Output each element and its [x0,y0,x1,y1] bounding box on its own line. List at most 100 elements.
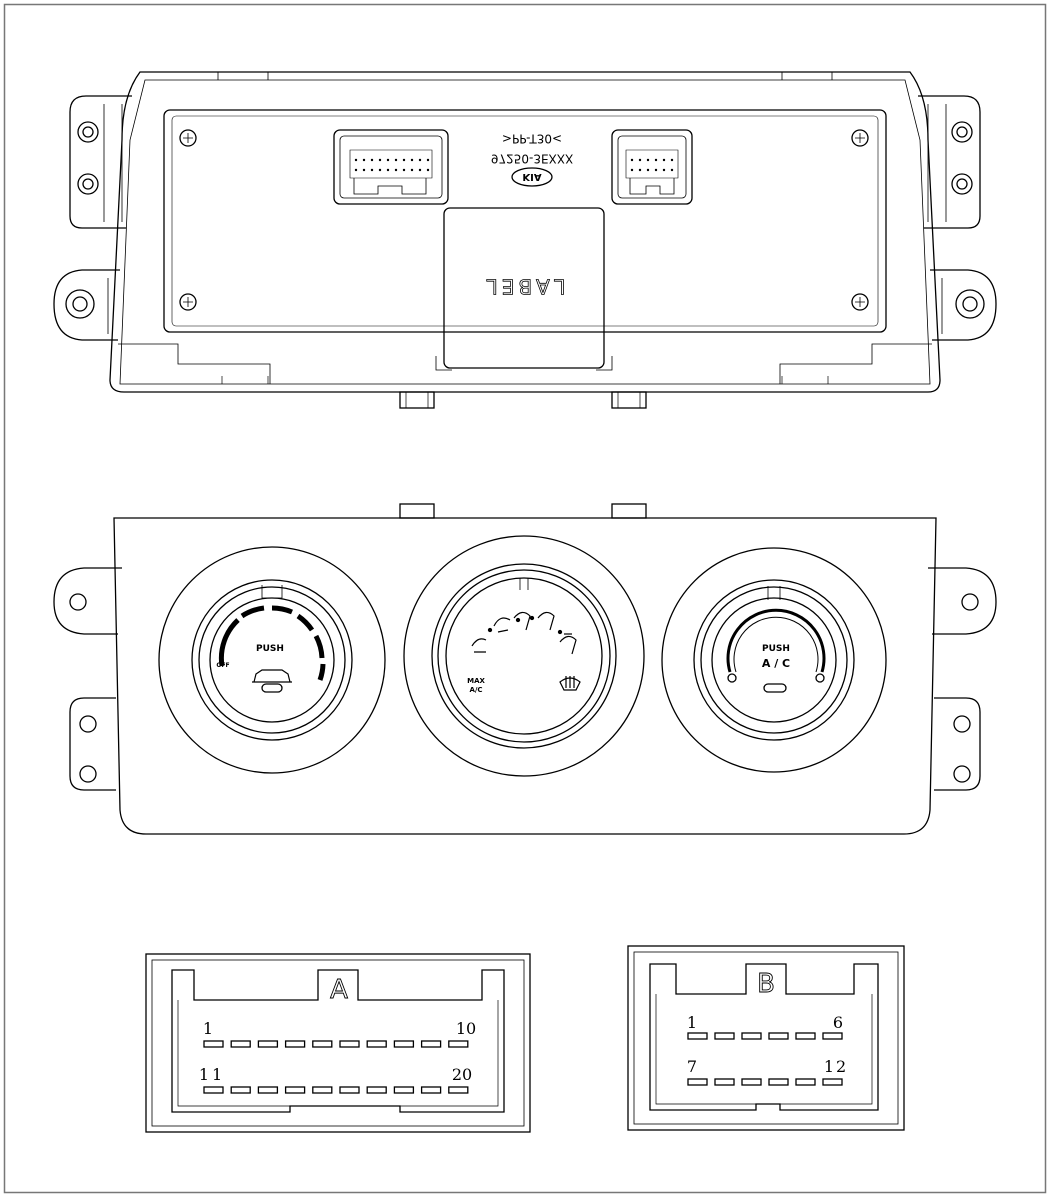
temp-ac-label: A / C [762,657,790,670]
front-left-upper-bracket [53,567,122,635]
pin-slot [768,1078,789,1086]
mode-max-label: MAX [467,677,485,685]
pin-slot [714,1078,735,1086]
pin-slot [420,1086,442,1094]
rear-peg [399,391,435,409]
fan-knob-bezel [158,546,386,774]
connector-a-pin-1: 1 [203,1019,213,1038]
kia-logo [511,167,553,187]
drawing-frame [3,3,1047,1194]
temp-push-label: PUSH [762,644,790,654]
pin-slot [687,1032,708,1040]
pin-slot [230,1040,251,1048]
front-housing-outline [113,517,937,835]
rear-inner-plate [163,109,887,333]
left-upper-bracket [69,95,132,229]
pin-slot [687,1078,708,1086]
rear-socket-a [333,129,449,205]
mode-defrost-icon [559,676,581,691]
bracket-hole [77,121,99,143]
pin-slot [257,1086,279,1094]
screw [851,129,869,147]
pin-slot [448,1086,469,1094]
front-right-upper-bracket [928,567,997,635]
pin-slot [339,1086,360,1094]
front-right-lower-bracket [934,697,981,791]
bracket-hole [953,765,971,783]
front-peg [399,503,435,519]
connector-b-pin-7: 7 [687,1057,697,1076]
pin-slot [741,1032,762,1040]
connector-b-pin-1: 1 [687,1013,697,1032]
connector-b-letter: B [757,969,775,999]
pin-slot [312,1040,333,1048]
pin-slot [822,1032,843,1040]
screw [851,293,869,311]
temperature-scale [726,608,826,673]
connector-a-housing [171,969,505,1113]
label-area [443,207,605,369]
rear-part-number: 97250-3EXXX [491,152,573,166]
connector-b-housing [649,963,879,1111]
fan-indicator [261,683,283,693]
pin-slot [768,1032,789,1040]
pin-slot [448,1040,469,1048]
right-lower-bracket [930,269,997,341]
bracket-hole [961,593,979,611]
bracket-hole [955,289,985,319]
pin-slot [203,1086,224,1094]
pin-slot [366,1086,387,1094]
front-view-panel [53,503,997,835]
connector-a-pin-10: 10 [456,1019,476,1038]
temp-knob[interactable] [711,597,837,723]
connector-b-pin-6: 6 [833,1013,843,1032]
pin-slot [714,1032,735,1040]
bracket-hole [69,593,87,611]
rear-peg [611,391,647,409]
mode-bilevel-icon [493,617,511,633]
pin-slot [339,1040,360,1048]
mode-ac-label: A/C [469,686,482,694]
fan-off-label: OFF [216,662,229,669]
ac-indicator [763,683,787,693]
pin-slot [795,1032,816,1040]
mode-mix-icon [537,611,555,631]
pin-slot [312,1086,333,1094]
left-lower-bracket [53,269,120,341]
front-left-lower-bracket [69,697,116,791]
pin-slot [203,1040,224,1048]
right-upper-bracket [918,95,981,229]
fan-push-label: PUSH [256,644,284,654]
pin-slot [795,1078,816,1086]
front-peg [611,503,647,519]
rear-socket-b [611,129,693,205]
pin-slot [230,1086,251,1094]
pin-slot [284,1086,306,1094]
recirculation-icon [252,669,292,683]
bracket-hole [79,715,97,733]
pin-slot [257,1040,279,1048]
pin-slot [741,1078,762,1086]
bracket-hole [79,765,97,783]
pin-slot [366,1040,387,1048]
bracket-hole [77,173,99,195]
connector-a-pin-20: 20 [452,1065,472,1084]
mode-knob-bezel [403,535,645,777]
mode-face-icon [471,638,487,653]
pin-slot [420,1040,442,1048]
pin-slot [284,1040,306,1048]
label-area-text: LABEL [483,275,566,299]
connector-b-pins [687,1032,843,1086]
bracket-hole [65,289,95,319]
kia-logo-text: KIA [522,171,541,182]
connector-a-pins [203,1040,469,1094]
connector-b [627,945,905,1131]
pin-slot [393,1040,415,1048]
connector-a-pin-11: 11 [199,1065,225,1084]
temp-knob-bezel [661,547,887,773]
fan-knob[interactable] [209,597,335,723]
mode-knob[interactable] [445,577,603,735]
connector-a-letter: A [330,975,348,1005]
mode-foot-icon [513,611,531,631]
